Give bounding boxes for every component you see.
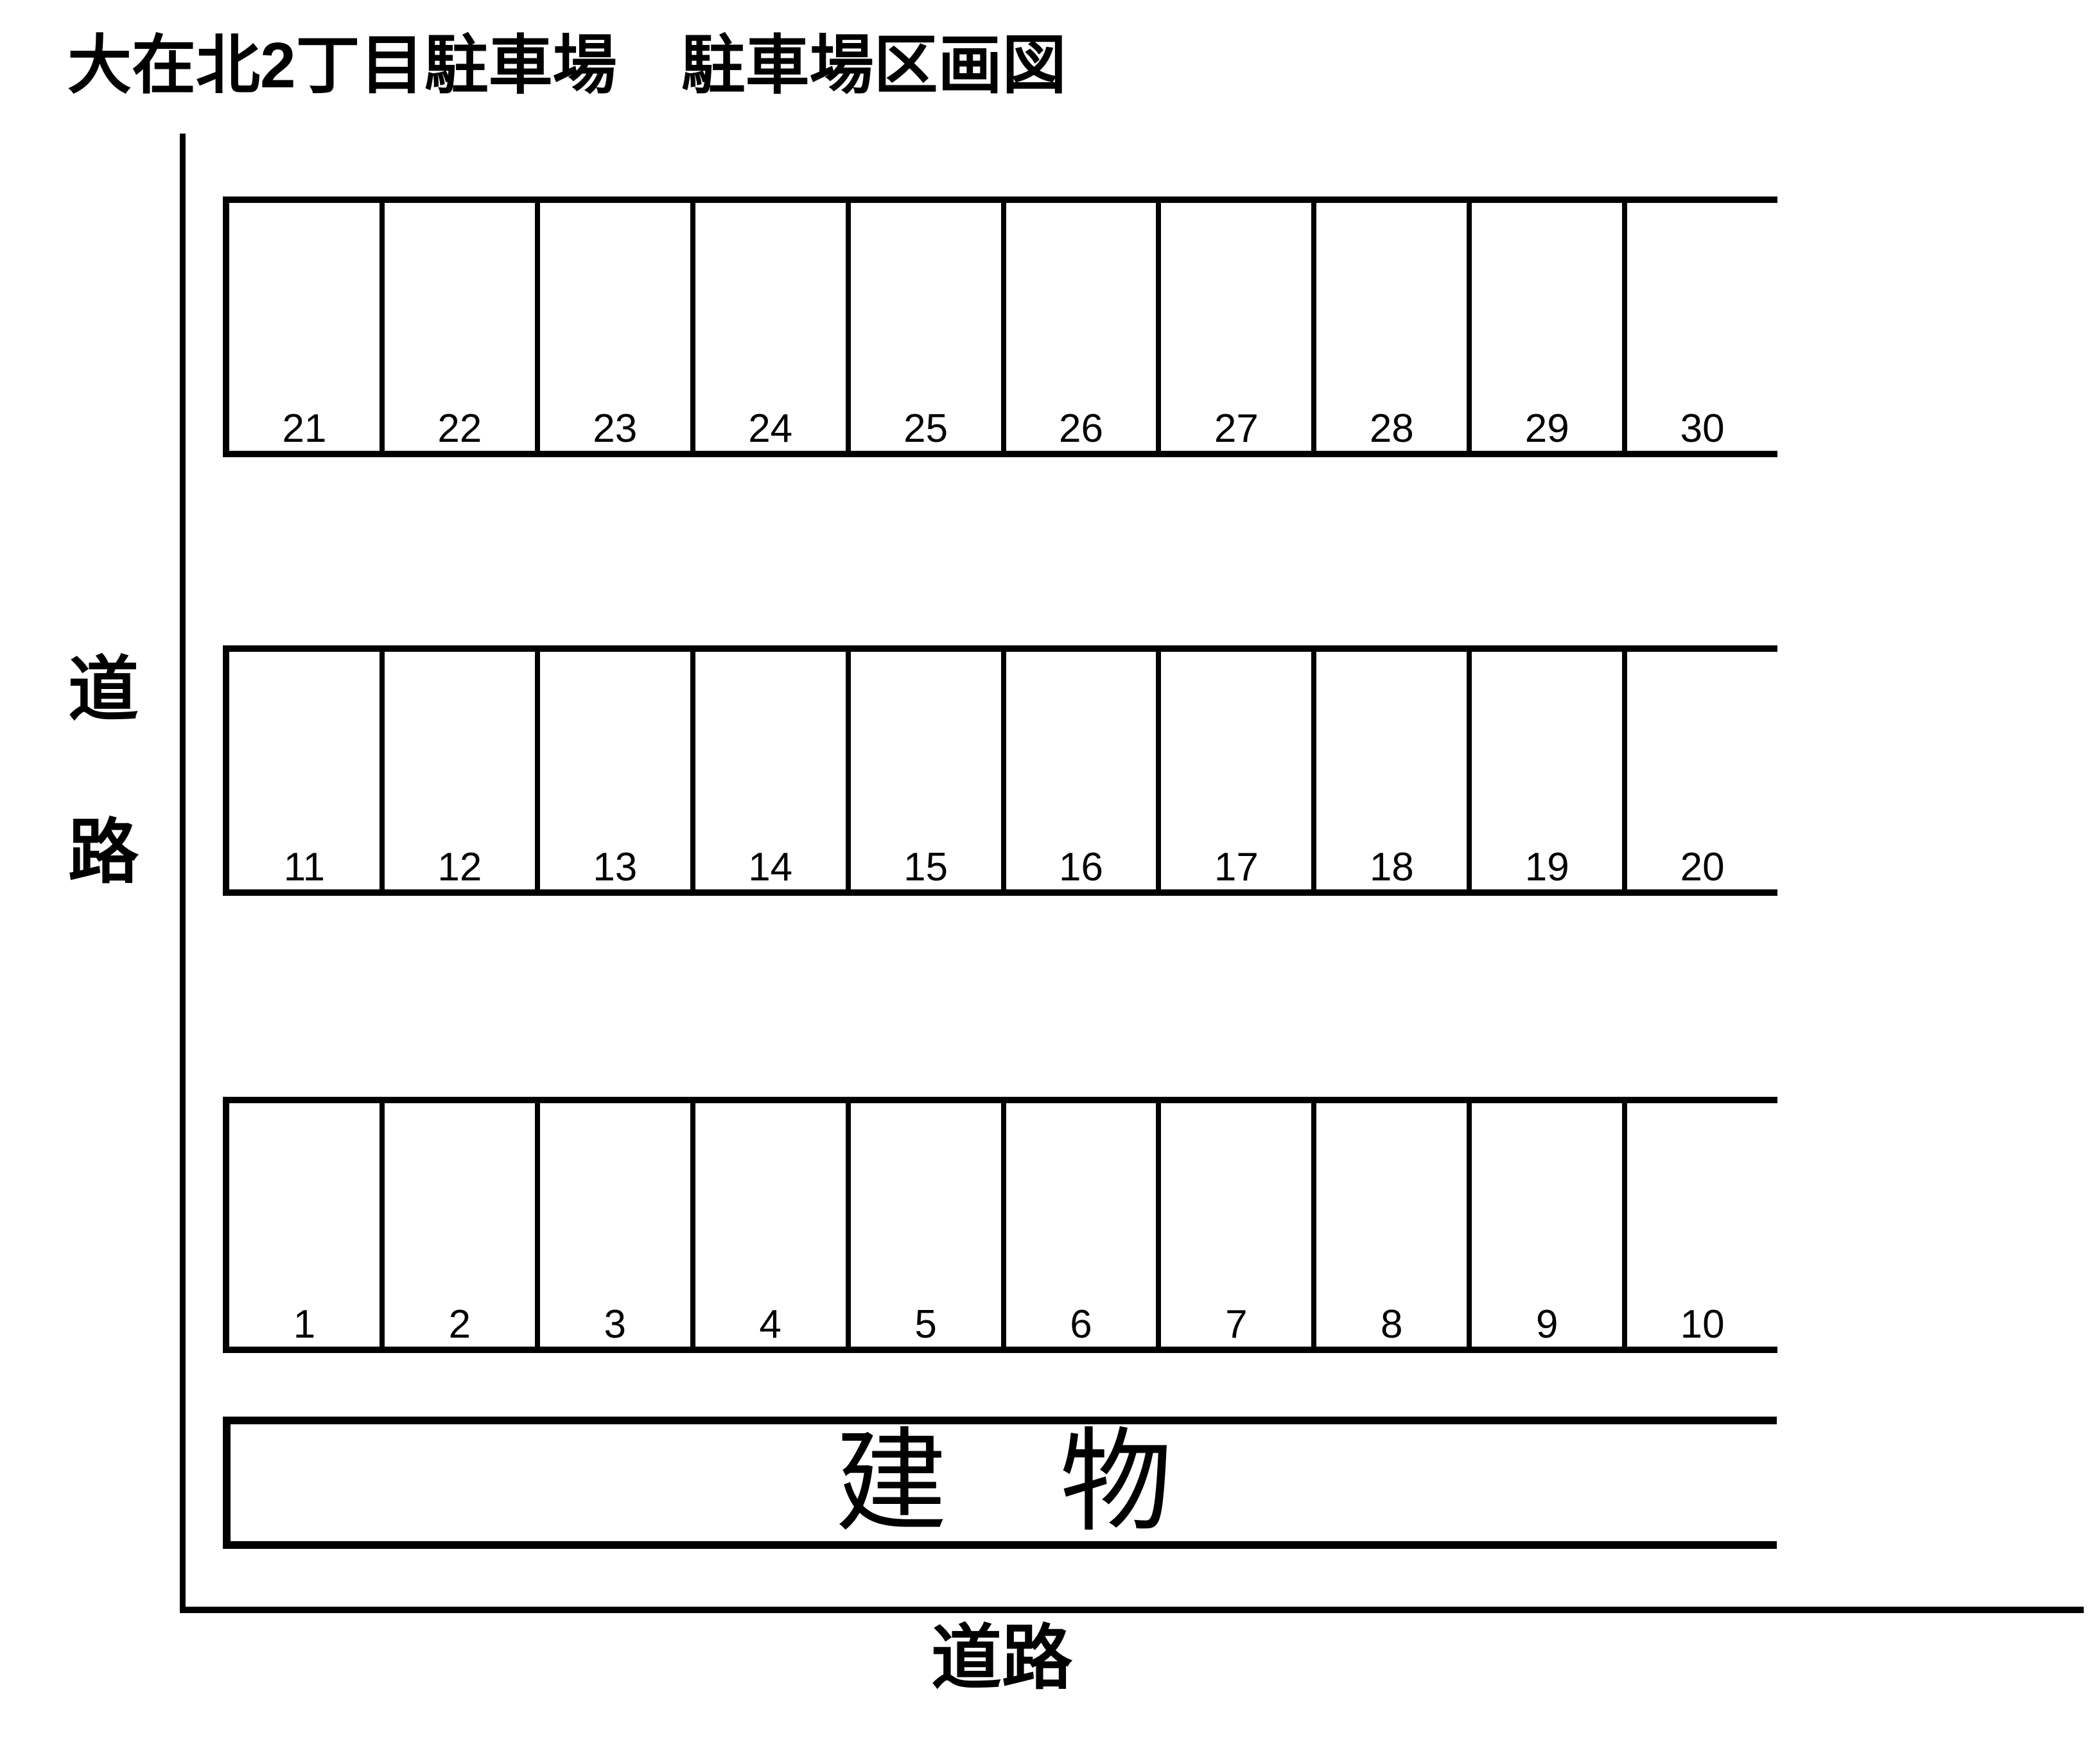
road-label-bottom: 道路 — [931, 1619, 1072, 1698]
stall-number: 4 — [759, 1302, 781, 1347]
stall-number: 10 — [1680, 1302, 1725, 1347]
parking-stall-25: 25 — [851, 203, 1006, 451]
road-label-left-char-1: 道 — [68, 651, 139, 729]
road-boundary-line-vertical — [180, 134, 186, 1613]
stall-number: 12 — [437, 845, 482, 889]
stall-number: 13 — [593, 845, 638, 889]
parking-stall-9: 9 — [1472, 1103, 1628, 1347]
parking-stall-28: 28 — [1316, 203, 1472, 451]
stall-number: 27 — [1214, 406, 1259, 451]
stall-number: 1 — [293, 1302, 316, 1347]
stall-number: 29 — [1524, 406, 1569, 451]
stall-number: 23 — [593, 406, 638, 451]
parking-stall-24: 24 — [695, 203, 851, 451]
stall-number: 2 — [448, 1302, 471, 1347]
parking-stall-12: 12 — [385, 652, 540, 889]
parking-stall-19: 19 — [1472, 652, 1628, 889]
building-label: 建 物 — [835, 1420, 1173, 1545]
parking-stall-1: 1 — [229, 1103, 385, 1347]
stall-number: 6 — [1070, 1302, 1092, 1347]
stall-number: 7 — [1225, 1302, 1248, 1347]
stall-number: 26 — [1059, 406, 1103, 451]
parking-stall-15: 15 — [851, 652, 1006, 889]
parking-stall-7: 7 — [1161, 1103, 1317, 1347]
stall-number: 17 — [1214, 845, 1259, 889]
parking-stall-27: 27 — [1161, 203, 1317, 451]
parking-stall-13: 13 — [540, 652, 695, 889]
parking-stall-4: 4 — [695, 1103, 851, 1347]
stall-number: 8 — [1381, 1302, 1403, 1347]
parking-stall-29: 29 — [1472, 203, 1628, 451]
parking-stall-18: 18 — [1316, 652, 1472, 889]
stall-number: 28 — [1369, 406, 1414, 451]
parking-stall-2: 2 — [385, 1103, 540, 1347]
parking-stall-23: 23 — [540, 203, 695, 451]
stall-number: 25 — [903, 406, 948, 451]
stall-number: 3 — [604, 1302, 626, 1347]
stall-number: 15 — [903, 845, 948, 889]
stall-number: 11 — [283, 845, 326, 889]
stall-number: 21 — [282, 406, 327, 451]
parking-stall-10: 10 — [1627, 1103, 1777, 1347]
road-boundary-line-horizontal — [180, 1607, 2084, 1613]
parking-stall-5: 5 — [851, 1103, 1006, 1347]
stall-number: 19 — [1524, 845, 1569, 889]
stall-number: 30 — [1680, 406, 1725, 451]
parking-stall-8: 8 — [1316, 1103, 1472, 1347]
stall-number: 22 — [437, 406, 482, 451]
parking-row-1-10: 1 2 3 4 5 6 7 8 9 10 — [223, 1097, 1777, 1353]
parking-row-11-20: 11 12 13 14 15 16 17 18 19 20 — [223, 645, 1777, 896]
parking-row-21-30: 21 22 23 24 25 26 27 28 29 30 — [223, 196, 1777, 457]
stall-number: 16 — [1059, 845, 1103, 889]
parking-stall-17: 17 — [1161, 652, 1317, 889]
stall-number: 5 — [914, 1302, 937, 1347]
parking-stall-6: 6 — [1006, 1103, 1162, 1347]
parking-stall-20: 20 — [1627, 652, 1777, 889]
parking-stall-11: 11 — [229, 652, 385, 889]
page-title: 大在北2丁目駐車場 駐車場区画図 — [67, 30, 1067, 101]
building-box: 建 物 — [223, 1417, 1777, 1549]
road-label-left-char-2: 路 — [68, 813, 139, 892]
stall-number: 24 — [748, 406, 793, 451]
parking-stall-30: 30 — [1627, 203, 1777, 451]
parking-stall-26: 26 — [1006, 203, 1162, 451]
stall-number: 18 — [1369, 845, 1414, 889]
parking-stall-14: 14 — [695, 652, 851, 889]
stall-number: 14 — [748, 845, 793, 889]
stall-number: 9 — [1535, 1302, 1558, 1347]
stall-number: 20 — [1680, 845, 1725, 889]
parking-stall-22: 22 — [385, 203, 540, 451]
parking-stall-3: 3 — [540, 1103, 695, 1347]
parking-stall-16: 16 — [1006, 652, 1162, 889]
parking-stall-21: 21 — [229, 203, 385, 451]
